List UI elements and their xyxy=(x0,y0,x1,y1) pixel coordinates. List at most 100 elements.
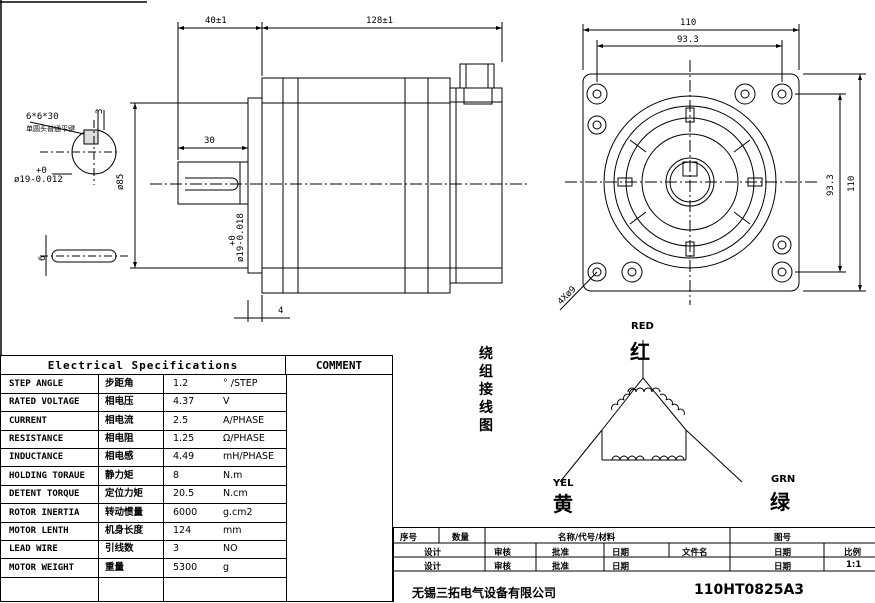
dim-section-tol-upper: +0 xyxy=(36,166,47,176)
tb-approve-1: 批准 xyxy=(552,548,570,558)
spec-en: LEAD WIRE xyxy=(9,544,58,554)
company-name: 无锡三拓电气设备有限公司 xyxy=(412,586,557,600)
front-view xyxy=(559,24,866,311)
spec-row: RESISTANCE 相电阻 1.25 Ω/PHASE xyxy=(1,430,286,448)
spec-unit: mm xyxy=(223,525,242,536)
spec-table-header: Electrical Specifications xyxy=(1,356,286,375)
dim-body-diameter: ø85 xyxy=(116,173,126,190)
dimension-labels: 40±1 128±1 30 ø85 +0 ø19-0.018 4 6*6*30 … xyxy=(14,16,857,316)
spec-en: RESISTANCE xyxy=(9,434,64,444)
red-en-label: RED xyxy=(631,321,654,332)
tb-approve-2: 批准 xyxy=(552,562,570,572)
winding-title-char-3: 接 xyxy=(479,382,493,398)
spec-cn: 转动惯量 xyxy=(105,507,144,518)
spec-row: HOLDING TORAUE 静力矩 8 N.m xyxy=(1,467,286,485)
spec-unit: N.cm xyxy=(223,488,248,499)
spec-table: Electrical Specifications COMMENT STEP A… xyxy=(0,355,393,602)
tb-design-2: 设计 xyxy=(424,562,442,572)
dimension-arrows xyxy=(133,26,502,268)
spec-cn: 相电感 xyxy=(105,451,134,462)
dim-shaft-diameter: ø19-0.018 xyxy=(236,213,246,262)
spec-val: 4.37 xyxy=(173,396,195,407)
spec-unit: g xyxy=(223,562,230,573)
spec-row: RATED VOLTAGE 相电压 4.37 V xyxy=(1,393,286,411)
dim-bolt-spacing: 93.3 xyxy=(677,35,699,45)
spec-en: ROTOR INERTIA xyxy=(9,508,80,518)
tb-seq: 序号 xyxy=(400,533,418,543)
spec-unit: A/PHASE xyxy=(223,415,265,426)
spec-en: RATED VOLTAGE xyxy=(9,397,80,407)
spec-en: DETENT TORQUE xyxy=(9,489,80,499)
tb-review-1: 审核 xyxy=(494,548,512,558)
tb-name-code: 名称/代号/材料 xyxy=(558,533,616,543)
spec-val: 3 xyxy=(173,543,180,554)
side-view xyxy=(130,22,530,322)
spec-val: 20.5 xyxy=(173,488,195,499)
spec-unit: mH/PHASE xyxy=(223,451,275,462)
tb-date-2b: 日期 xyxy=(774,562,792,572)
spec-val: 5300 xyxy=(173,562,198,573)
dim-keyway-note: 单圆头普通平键 xyxy=(26,125,75,133)
spec-cn: 引线数 xyxy=(105,543,134,554)
dim-flange-height: 110 xyxy=(847,175,857,192)
tb-qty: 数量 xyxy=(452,533,470,543)
dim-section-diameter: ø19-0.012 xyxy=(14,175,63,185)
spec-en: STEP ANGLE xyxy=(9,379,64,389)
spec-en: INDUCTANCE xyxy=(9,452,64,462)
grn-en-label: GRN xyxy=(771,474,796,485)
yel-en-label: YEL xyxy=(553,478,574,489)
spec-val: 2.5 xyxy=(173,415,189,426)
tb-scale: 比例 xyxy=(844,548,862,558)
spec-val: 124 xyxy=(173,525,192,536)
shaft-section xyxy=(29,110,130,276)
dim-bolt-spacing-v: 93.3 xyxy=(826,174,836,196)
tb-date-2: 日期 xyxy=(612,562,630,572)
winding-diagram xyxy=(559,340,743,483)
tb-date-1b: 日期 xyxy=(774,548,792,558)
spec-val: 8 xyxy=(173,470,180,481)
winding-title-char-2: 组 xyxy=(479,364,493,380)
dim-step: 4 xyxy=(278,306,284,316)
spec-cn: 重量 xyxy=(105,562,125,573)
dim-body-length: 128±1 xyxy=(366,16,394,26)
spec-cn: 相电阻 xyxy=(105,433,134,444)
spec-cn: 步距角 xyxy=(105,378,134,389)
spec-en: HOLDING TORAUE xyxy=(9,471,85,481)
dim-keyway-size: 6*6*30 xyxy=(26,112,59,122)
spec-unit: V xyxy=(223,396,230,407)
winding-title-char-1: 绕 xyxy=(479,346,493,362)
spec-unit: g.cm2 xyxy=(223,507,253,518)
dim-key-depth: 3 xyxy=(95,108,105,114)
spec-cn: 相电流 xyxy=(105,415,134,426)
title-block: 序号 数量 名称/代号/材料 图号 设计 审核 批准 日期 文件名 日期 比例 … xyxy=(393,527,875,602)
spec-cn: 机身长度 xyxy=(105,525,144,536)
winding-title: 绕 组 接 线 图 xyxy=(478,345,494,435)
spec-unit: Ω/PHASE xyxy=(223,433,265,444)
spec-unit: N.m xyxy=(223,470,243,481)
comment-header: COMMENT xyxy=(286,356,392,375)
grn-cn-label: 绿 xyxy=(770,490,790,514)
spec-en: CURRENT xyxy=(9,416,47,426)
spec-cn: 静力矩 xyxy=(105,470,134,481)
spec-cn: 相电压 xyxy=(105,396,134,407)
dim-key-width: 6 xyxy=(38,255,48,261)
tb-design-1: 设计 xyxy=(424,548,442,558)
tb-review-2: 审核 xyxy=(494,562,512,572)
dim-flange-width: 110 xyxy=(680,18,697,28)
yel-cn-label: 黄 xyxy=(553,492,573,516)
front-arrows xyxy=(583,28,862,291)
spec-row: CURRENT 相电流 2.5 A/PHASE xyxy=(1,412,286,430)
title-block-grid xyxy=(394,528,875,572)
spec-val: 1.25 xyxy=(173,433,195,444)
tb-filename: 文件名 xyxy=(682,548,708,558)
winding-title-char-5: 图 xyxy=(479,418,493,434)
dim-holes: 4Xø9 xyxy=(556,284,579,308)
